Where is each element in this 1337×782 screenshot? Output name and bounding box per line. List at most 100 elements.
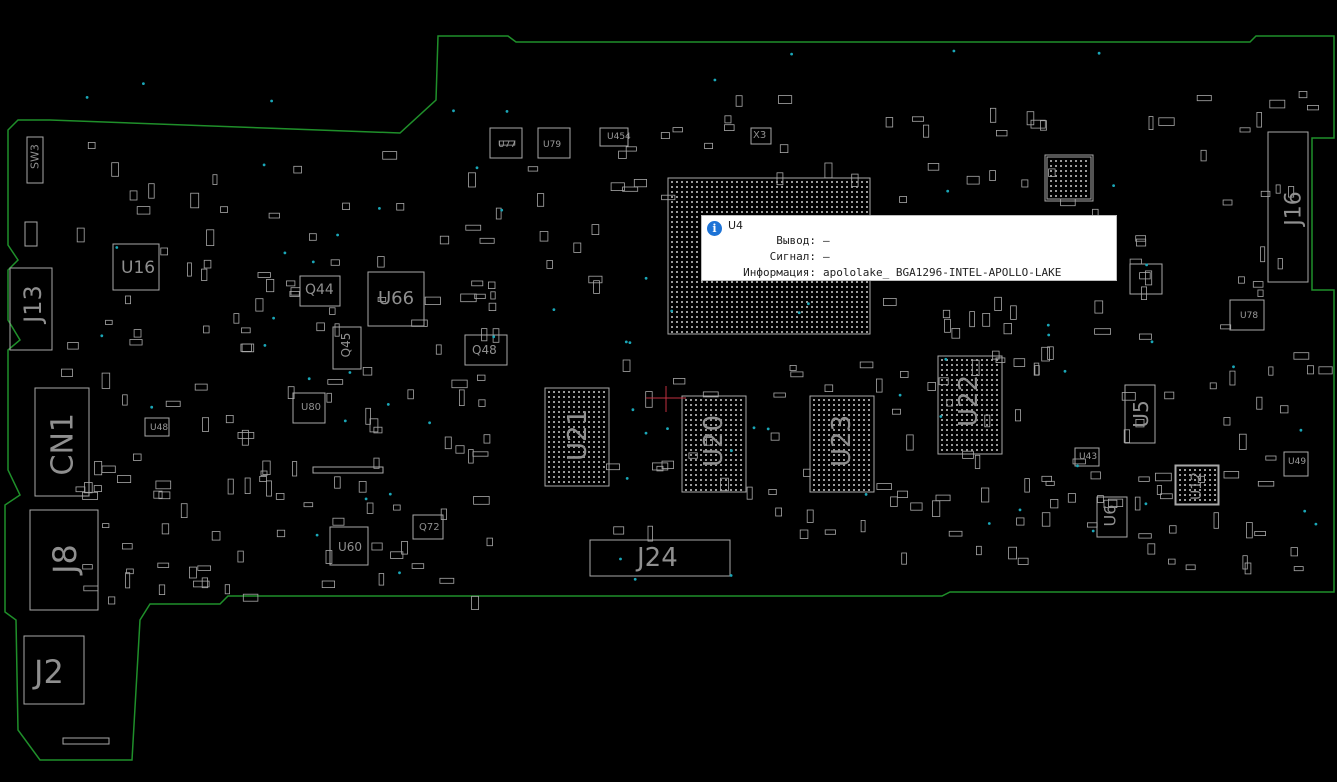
via bbox=[262, 163, 266, 167]
label-u23[interactable]: U23 bbox=[827, 414, 857, 467]
component-outline bbox=[23, 635, 85, 705]
passive-part bbox=[588, 275, 603, 284]
via bbox=[628, 341, 632, 344]
passive-part bbox=[201, 268, 208, 281]
passive-part bbox=[373, 457, 380, 469]
passive-part bbox=[1135, 418, 1145, 428]
via bbox=[790, 52, 793, 56]
passive-part bbox=[439, 577, 455, 584]
label-j13[interactable]: J13 bbox=[19, 285, 47, 323]
passive-part bbox=[1108, 498, 1124, 508]
passive-part bbox=[910, 502, 923, 511]
passive-part bbox=[946, 399, 953, 407]
label-u43[interactable]: U43 bbox=[1079, 452, 1098, 462]
via bbox=[952, 49, 956, 53]
passive-part bbox=[1024, 478, 1030, 493]
label-q72[interactable]: Q72 bbox=[419, 522, 440, 533]
passive-part bbox=[527, 166, 539, 172]
passive-part bbox=[851, 173, 859, 188]
label-u21[interactable]: U21 bbox=[563, 408, 593, 461]
passive-part bbox=[287, 386, 295, 400]
passive-part bbox=[193, 580, 210, 588]
label-u16[interactable]: U16 bbox=[121, 258, 156, 278]
label-u5[interactable]: U5 bbox=[1129, 400, 1153, 428]
passive-part bbox=[382, 151, 398, 160]
tooltip-value: — bbox=[823, 250, 830, 263]
passive-part bbox=[1168, 558, 1176, 565]
label-u80[interactable]: U80 bbox=[301, 402, 322, 413]
label-u22[interactable]: U22 bbox=[954, 374, 984, 427]
label-q44[interactable]: Q44 bbox=[305, 282, 334, 298]
via bbox=[1076, 464, 1079, 468]
tooltip-key: Сигнал: bbox=[769, 250, 816, 263]
label-u79[interactable]: U79 bbox=[543, 140, 562, 150]
label-u48[interactable]: U48 bbox=[150, 423, 169, 433]
label-u49[interactable]: U49 bbox=[1288, 457, 1307, 467]
passive-part bbox=[1223, 471, 1240, 479]
bga-u12 bbox=[1175, 465, 1219, 505]
component-outline bbox=[292, 392, 326, 424]
passive-part bbox=[211, 531, 221, 541]
label-j8[interactable]: J8 bbox=[46, 544, 84, 574]
component-outline bbox=[464, 334, 508, 366]
passive-part bbox=[286, 280, 296, 287]
passive-part bbox=[473, 495, 490, 505]
passive-part bbox=[932, 500, 941, 517]
passive-part bbox=[102, 523, 110, 528]
passive-part bbox=[622, 186, 639, 192]
label-j16[interactable]: J16 bbox=[1281, 191, 1307, 226]
via bbox=[987, 522, 991, 525]
via bbox=[270, 99, 273, 103]
label-u78[interactable]: U78 bbox=[1240, 311, 1259, 321]
passive-part bbox=[424, 296, 441, 306]
crosshair-marker bbox=[646, 386, 686, 412]
label-cn1[interactable]: CN1 bbox=[45, 413, 81, 476]
passive-part bbox=[401, 541, 408, 555]
component-outline bbox=[332, 326, 362, 370]
passive-part bbox=[84, 482, 93, 494]
passive-part bbox=[702, 391, 719, 398]
passive-part bbox=[476, 374, 486, 381]
passive-part bbox=[625, 146, 637, 152]
label-j2[interactable]: J2 bbox=[34, 653, 64, 691]
passive-part bbox=[371, 542, 383, 551]
label-u20[interactable]: U20 bbox=[699, 414, 729, 467]
label-u77[interactable]: U77 bbox=[498, 140, 517, 150]
passive-part bbox=[1252, 281, 1264, 288]
passive-part bbox=[1139, 272, 1151, 280]
label-u454[interactable]: U454 bbox=[607, 132, 631, 142]
passive-part bbox=[768, 488, 777, 495]
label-q48[interactable]: Q48 bbox=[472, 343, 497, 357]
component-outline bbox=[412, 514, 444, 540]
passive-part bbox=[1288, 186, 1295, 198]
label-u6[interactable]: U6 bbox=[1100, 504, 1120, 527]
passive-part bbox=[148, 183, 155, 199]
passive-part bbox=[1277, 258, 1283, 270]
via bbox=[500, 208, 504, 212]
label-u66[interactable]: U66 bbox=[378, 288, 415, 309]
passive-part bbox=[1257, 289, 1264, 297]
component-outline bbox=[1283, 451, 1309, 477]
passive-part bbox=[897, 490, 909, 498]
label-sw3[interactable]: SW3 bbox=[28, 144, 42, 169]
label-u60[interactable]: U60 bbox=[338, 540, 363, 554]
label-q45[interactable]: Q45 bbox=[339, 332, 353, 358]
via bbox=[864, 493, 868, 496]
passive-part bbox=[155, 480, 172, 490]
label-x3[interactable]: X3 bbox=[753, 130, 767, 141]
passive-part bbox=[1242, 555, 1248, 570]
bga-u22-pads bbox=[941, 359, 998, 451]
label-u12[interactable]: U12 bbox=[1189, 471, 1205, 501]
passive-part bbox=[1136, 238, 1147, 247]
passive-part bbox=[1280, 405, 1289, 414]
passive-part bbox=[995, 357, 1006, 363]
passive-part bbox=[962, 450, 974, 459]
label-j24[interactable]: J24 bbox=[637, 543, 678, 573]
passive-part bbox=[938, 377, 949, 386]
passive-part bbox=[1050, 498, 1059, 509]
passive-part bbox=[1041, 346, 1050, 362]
passive-part bbox=[268, 212, 280, 219]
tooltip-row-pin: Вывод: — bbox=[702, 233, 1112, 249]
passive-part bbox=[724, 124, 735, 131]
